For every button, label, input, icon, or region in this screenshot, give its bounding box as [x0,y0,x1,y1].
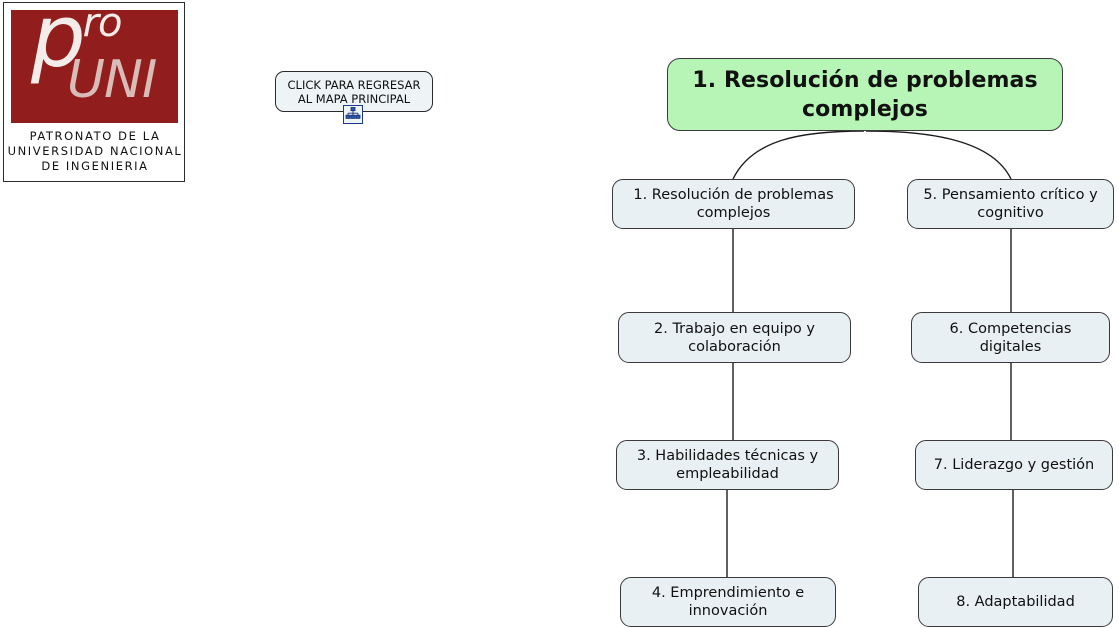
map-node-left-4[interactable]: 4. Emprendimiento e innovación [620,577,836,627]
map-node-left-3[interactable]: 3. Habilidades técnicas y empleabilidad [616,440,839,490]
return-button-label-line-2: AL MAPA PRINCIPAL [297,91,411,106]
prouni-logo: pro UNI PATRONATO DE LA UNIVERSIDAD NACI… [3,2,185,182]
connector-root-to-left [732,130,865,180]
logo-caption-line-1: PATRONATO DE LA [29,129,161,143]
map-node-right-6[interactable]: 6. Competencias digitales [911,312,1110,363]
return-button-label-line-1: CLICK PARA REGRESAR [287,77,421,92]
logo-caption-line-2: UNIVERSIDAD NACIONAL [7,144,183,158]
prouni-logo-mark: pro UNI [11,10,178,123]
map-node-right-5[interactable]: 5. Pensamiento crítico y cognitivo [907,179,1114,229]
logo-caption-line-3: DE INGENIERIA [41,159,149,173]
logo-letters-ro: ro [82,10,123,46]
map-node-left-2[interactable]: 2. Trabajo en equipo y colaboración [618,312,851,363]
org-chart-icon[interactable] [343,105,363,124]
map-node-left-1[interactable]: 1. Resolución de problemas complejos [612,179,855,229]
connector-root-to-right [865,130,1012,180]
map-node-right-8[interactable]: 8. Adaptabilidad [918,577,1113,627]
logo-wordmark-uni: UNI [67,50,157,110]
logo-wordmark-pro: pro [31,10,123,80]
logo-letter-p: p [31,10,86,87]
map-node-right-7[interactable]: 7. Liderazgo y gestión [915,440,1113,490]
logo-caption: PATRONATO DE LA UNIVERSIDAD NACIONAL DE … [4,129,186,174]
map-node-root[interactable]: 1. Resolución de problemas complejos [667,58,1063,131]
